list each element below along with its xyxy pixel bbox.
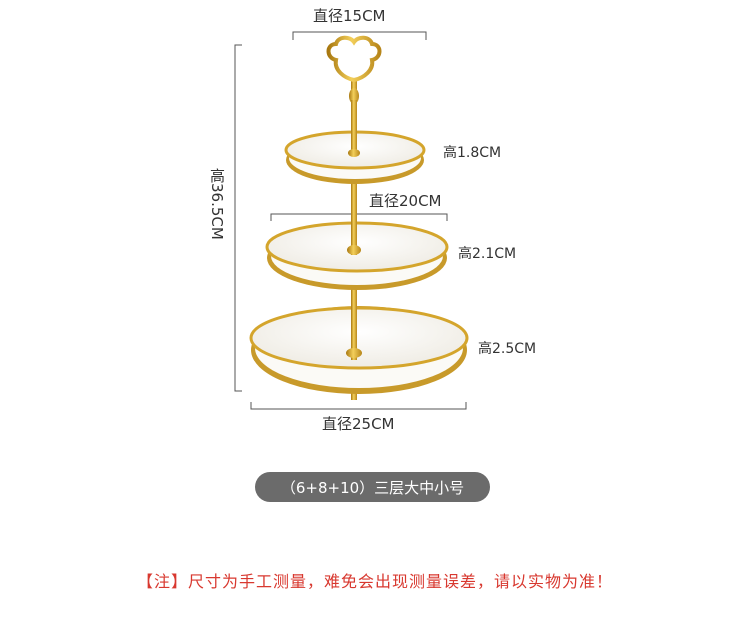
top-tier-height-label: 高1.8CM (443, 145, 502, 161)
height-bracket (234, 44, 242, 392)
dimension-lines (234, 31, 467, 410)
middle-tier-height-label: 高2.1CM (458, 246, 517, 262)
bottom-diameter-bracket (250, 402, 467, 410)
bottom-tier-height-label: 高2.5CM (478, 341, 537, 357)
total-height-label: 高36.5CM (208, 168, 226, 240)
middle-diameter-bracket (270, 213, 448, 221)
gold-handle-icon (326, 35, 382, 83)
top-diameter-label: 直径15CM (313, 7, 386, 25)
bottom-diameter-label: 直径25CM (322, 415, 395, 433)
top-plate (284, 130, 426, 184)
product-variant-badge: （6+8+10）三层大中小号 (255, 472, 490, 502)
measurement-disclaimer: 【注】尺寸为手工测量，难免会出现测量误差，请以实物为准！ (136, 572, 613, 591)
middle-diameter-label: 直径20CM (369, 192, 442, 210)
top-diameter-bracket (292, 31, 427, 40)
